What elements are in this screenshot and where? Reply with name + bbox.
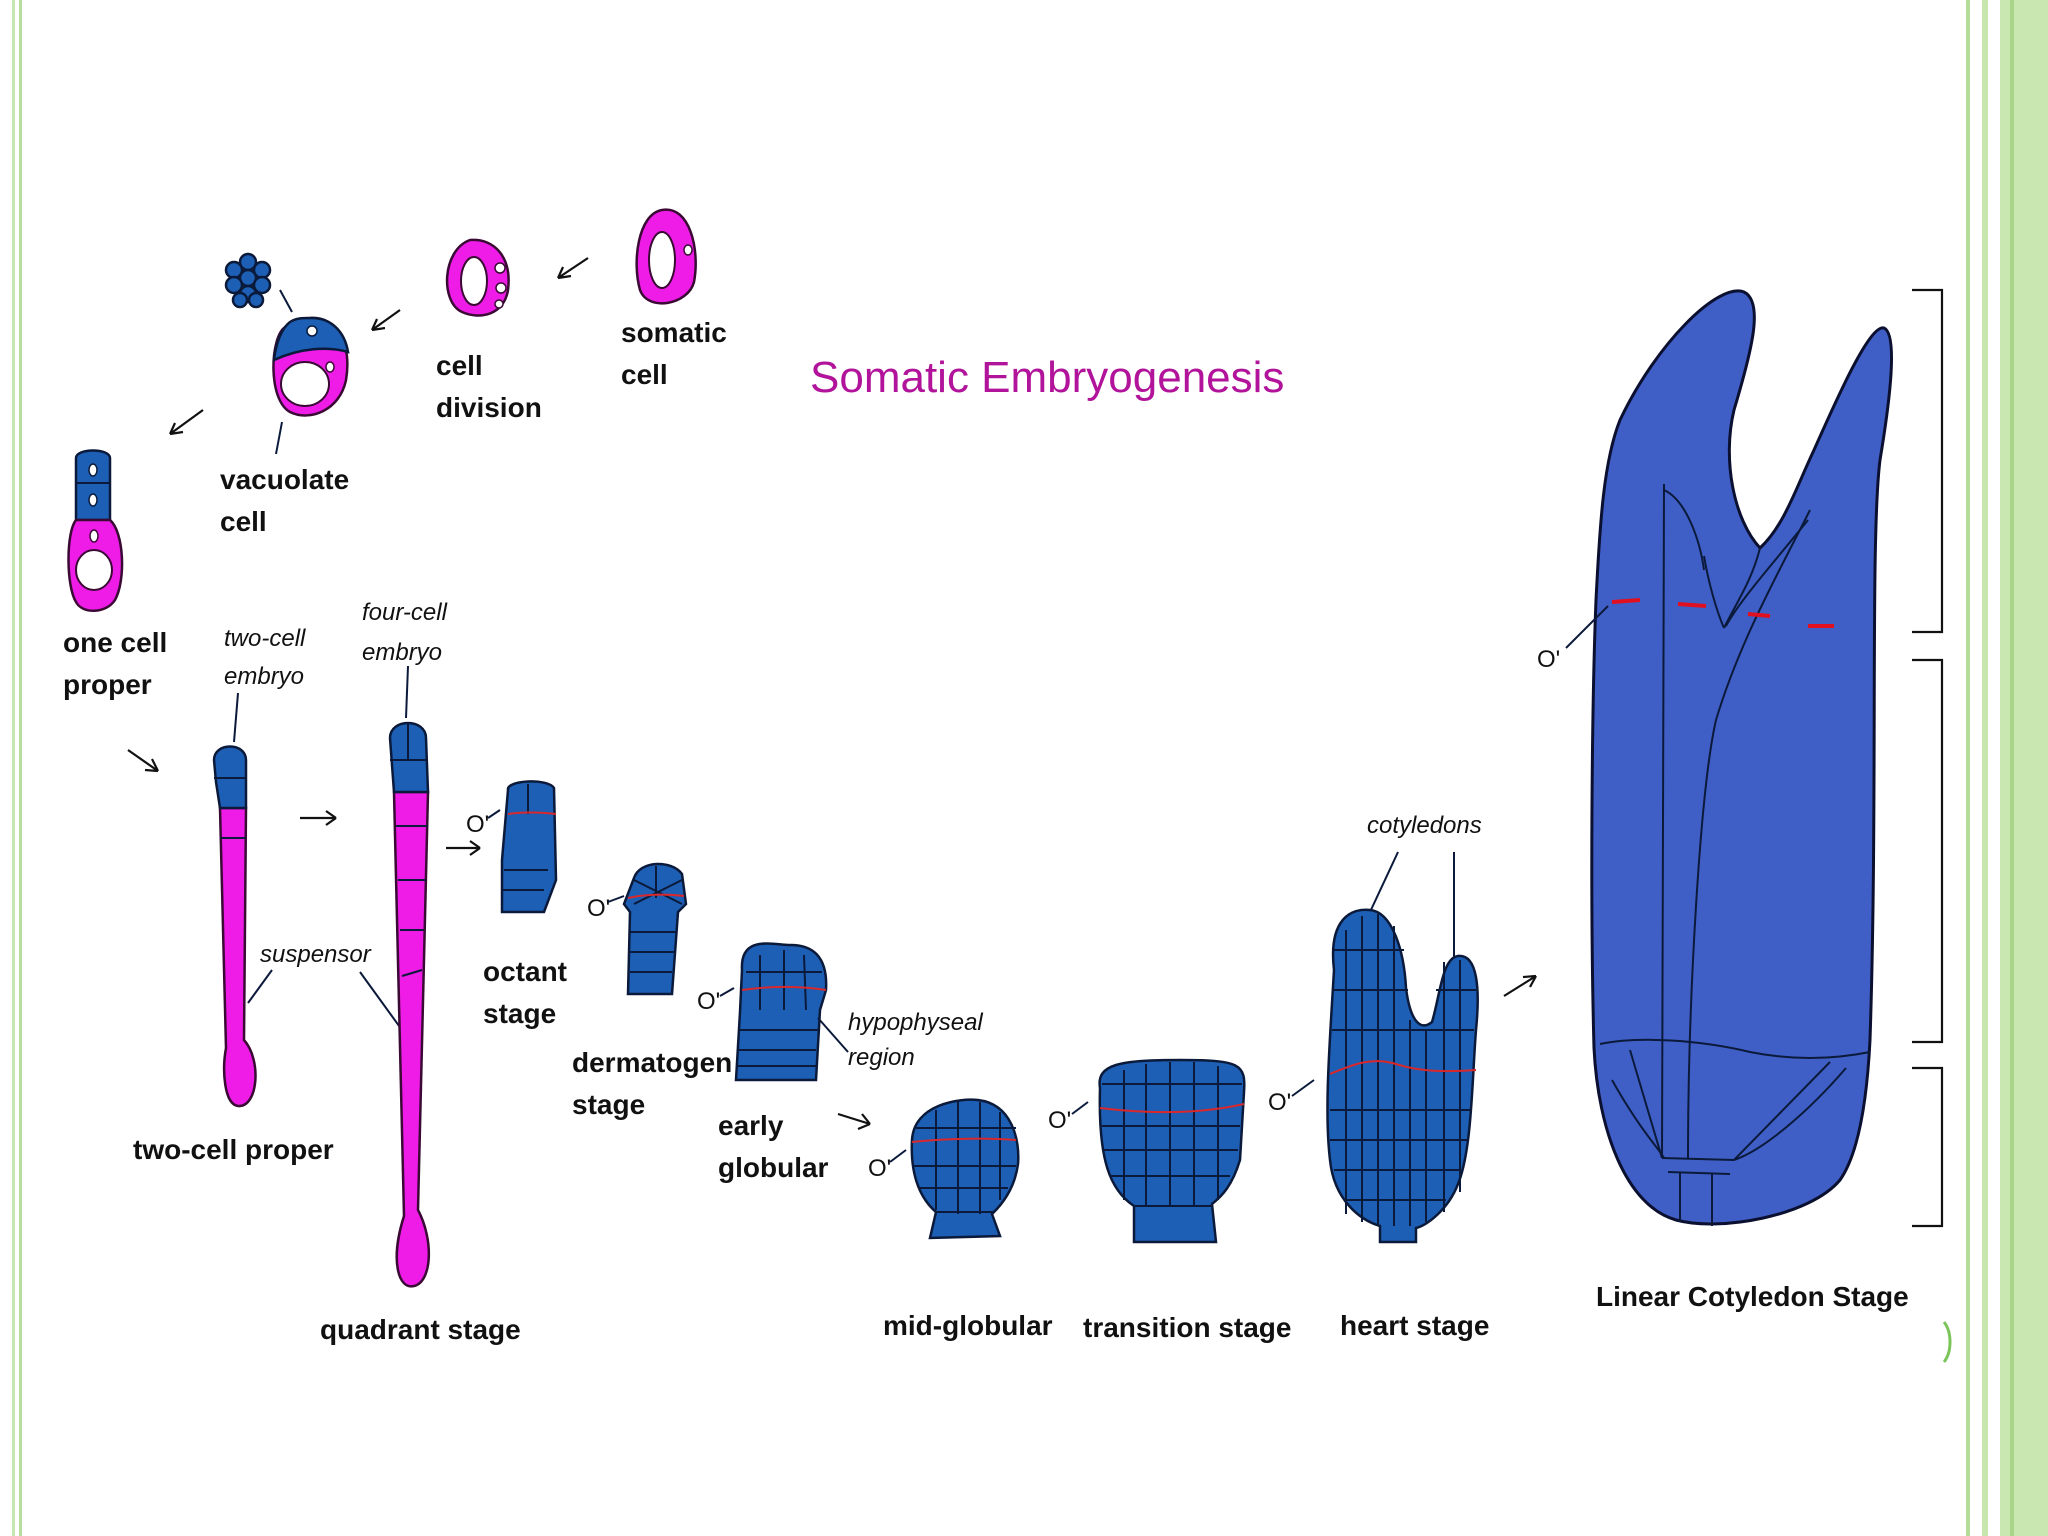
- transition-stage-illustration: [1098, 1058, 1246, 1244]
- pointer-line: [1071, 1101, 1089, 1115]
- region-brackets: [1912, 288, 1944, 1228]
- one-cell-proper-illustration: [67, 449, 124, 612]
- linear-cotyledon-stage-illustration: [1590, 289, 1893, 1226]
- label-mid-globular: mid-globular: [883, 1310, 1053, 1341]
- pointer-line: [817, 1017, 849, 1053]
- pointer-line: [233, 692, 239, 743]
- somatic-cell-illustration: [635, 208, 697, 305]
- cell-cluster-illustration: [224, 252, 272, 309]
- pointer-line: [1291, 1079, 1315, 1097]
- pointer-line: [247, 969, 273, 1004]
- arrow-icon: [168, 409, 204, 436]
- label-o-prime: O': [587, 895, 610, 922]
- arrow-icon: [446, 840, 481, 856]
- arrow-icon: [370, 309, 401, 332]
- right-frame-border: [1966, 0, 2048, 1536]
- pointer-line: [607, 895, 625, 903]
- label-o-prime: O': [1537, 646, 1560, 673]
- label-o-prime: O': [868, 1155, 891, 1182]
- vacuolate-cell-illustration: [272, 316, 350, 417]
- octant-stage-illustration: [500, 780, 558, 914]
- dividing-cell-illustration: [445, 238, 510, 317]
- pointer-line: [279, 289, 293, 313]
- early-globular-illustration: [734, 942, 828, 1082]
- label-linear-cotyledon-stage: Linear Cotyledon Stage: [1596, 1281, 1909, 1312]
- pointer-line: [1565, 605, 1609, 649]
- label-transition-stage: transition stage: [1083, 1312, 1291, 1343]
- mid-globular-illustration: [910, 1098, 1020, 1240]
- label-o-prime: O': [466, 811, 489, 838]
- heart-stage-illustration: [1326, 908, 1479, 1244]
- pointer-line: [719, 987, 735, 997]
- pointer-line: [1369, 851, 1399, 913]
- arrow-icon: [1503, 974, 1537, 997]
- pointer-line: [405, 665, 409, 719]
- label-o-prime: O': [697, 988, 720, 1015]
- decorative-curve: [1942, 1321, 1952, 1363]
- label-o-prime: O': [1268, 1089, 1291, 1116]
- label-suspensor: suspensor: [260, 941, 372, 968]
- diagram-title: Somatic Embryogenesis: [810, 353, 1284, 402]
- pointer-line: [359, 971, 403, 1031]
- quadrant-stage-illustration: [388, 721, 430, 1288]
- left-frame-border: [0, 0, 22, 1536]
- label-quadrant-stage: quadrant stage: [320, 1314, 521, 1345]
- pointer-line: [487, 809, 501, 819]
- label-heart-stage: heart stage: [1340, 1310, 1489, 1341]
- arrow-icon: [127, 749, 159, 773]
- arrow-icon: [556, 257, 589, 280]
- label-cotyledons: cotyledons: [1367, 812, 1482, 839]
- label-two-cell-proper: two-cell proper: [133, 1134, 334, 1165]
- arrow-icon: [837, 1112, 871, 1131]
- pointer-line: [889, 1149, 907, 1163]
- two-cell-proper-illustration: [212, 745, 257, 1108]
- dermatogen-stage-illustration: [622, 862, 688, 996]
- label-o-prime: O': [1048, 1107, 1071, 1134]
- arrow-icon: [300, 810, 337, 826]
- pointer-line: [275, 421, 283, 455]
